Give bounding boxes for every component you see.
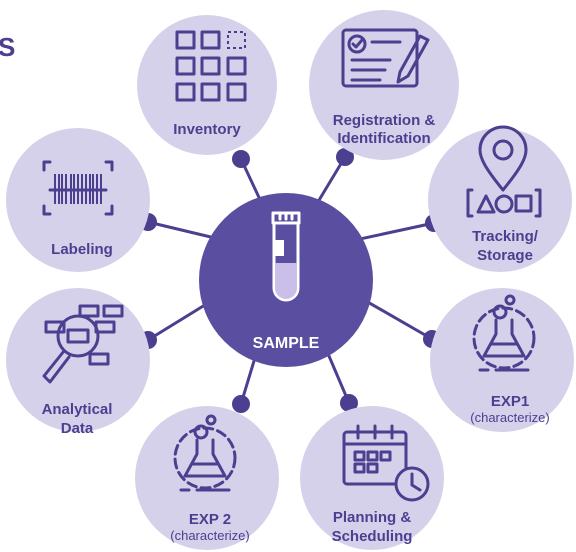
node-label-line-2: Identification xyxy=(337,130,430,147)
node-analytical[interactable]: Analytical Data xyxy=(6,288,150,437)
flask-gear-icon xyxy=(173,414,237,492)
node-label: EXP 2 xyxy=(189,511,231,528)
node-sublabel: (characterize) xyxy=(470,410,549,425)
center-node-sample[interactable]: SAMPLE xyxy=(199,193,373,367)
node-label-line-2: Scheduling xyxy=(332,528,413,545)
node-label: EXP1 xyxy=(491,393,529,410)
connector-dot-planning xyxy=(340,394,358,412)
node-labeling[interactable]: Labeling xyxy=(6,128,150,272)
node-label-line-1: Registration & xyxy=(333,112,436,129)
magnifier-data-icon xyxy=(42,304,124,384)
node-inventory[interactable]: Inventory xyxy=(137,15,277,155)
node-exp1[interactable]: EXP1 (characterize) xyxy=(430,288,574,432)
calendar-clock-icon xyxy=(342,424,430,502)
node-label-line-2: Data xyxy=(61,420,94,437)
inventory-grid-icon xyxy=(175,30,247,102)
node-exp2[interactable]: EXP 2 (characterize) xyxy=(135,406,279,550)
node-label: Labeling xyxy=(51,241,113,258)
connector-dot-registration xyxy=(336,148,354,166)
connector-dot-exp2 xyxy=(232,395,250,413)
node-label-line-1: Tracking/ xyxy=(472,228,539,245)
node-registration[interactable]: Registration & Identification xyxy=(309,10,459,160)
node-label-line-1: Analytical xyxy=(42,401,113,418)
node-tracking[interactable]: Tracking/ Storage xyxy=(428,125,572,272)
node-label-line-2: Storage xyxy=(477,247,533,264)
partial-heading-text: S xyxy=(0,32,15,62)
test-tube-icon xyxy=(271,211,301,302)
flask-gear-icon xyxy=(472,294,536,372)
node-planning[interactable]: Planning & Scheduling xyxy=(300,406,444,550)
location-pin-icon xyxy=(466,125,542,218)
connector-dot-inventory xyxy=(232,150,250,168)
barcode-icon xyxy=(42,160,114,216)
node-label: Inventory xyxy=(173,121,241,138)
center-label: SAMPLE xyxy=(253,335,320,352)
node-label-line-1: Planning & xyxy=(333,509,412,526)
registration-form-icon xyxy=(341,28,430,88)
node-sublabel: (characterize) xyxy=(170,528,249,543)
